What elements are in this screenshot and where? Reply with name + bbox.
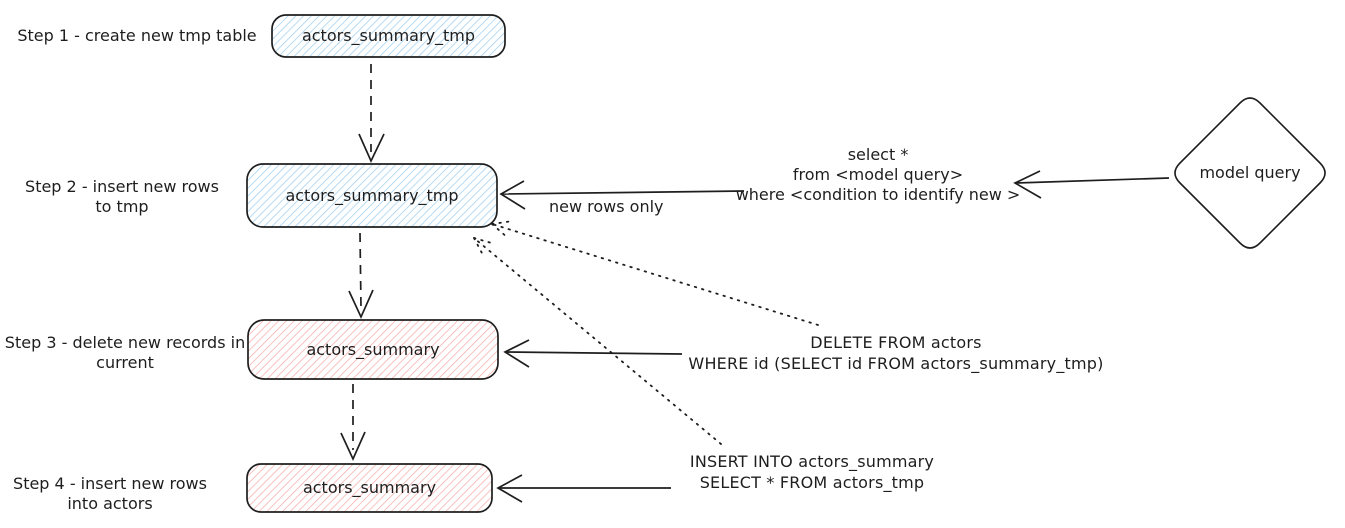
step-1-label: Step 1 - create new tmp table [8, 26, 266, 46]
step-2-label-line2: to tmp [95, 197, 149, 216]
step-3-label-line1: Step 3 - delete new records in [4, 333, 246, 352]
dotted-arrow-delete-query-to-tmp [491, 220, 819, 326]
arrow-insert-query-to-step4 [496, 474, 671, 503]
step-4-label: Step 4 - insert new rows into actors [12, 474, 208, 514]
step-3-label: Step 3 - delete new records in current [4, 333, 246, 373]
node-model-query-label: model query [1199, 163, 1301, 182]
arrow-step3-to-step4 [340, 384, 366, 462]
step-4-label-line1: Step 4 - insert new rows [13, 474, 207, 493]
arrow-step2-to-step3 [348, 232, 374, 320]
node-step4-label: actors_summary [302, 478, 437, 497]
arrow-select-query-to-step2 [499, 180, 745, 210]
node-step1-label: actors_summary_tmp [301, 26, 476, 45]
delete-query-line1: DELETE FROM actors [810, 333, 982, 352]
new-rows-only-label: new rows only [549, 197, 664, 216]
node-step3-actors-summary [247, 319, 499, 380]
node-step2-actors-summary-tmp [246, 163, 498, 228]
step-1-label-line1: Step 1 - create new tmp table [17, 26, 257, 45]
select-query-annotation: select * from <model query> where <condi… [726, 145, 1030, 205]
arrow-step1-to-step2 [358, 64, 385, 164]
insert-query-line1: INSERT INTO actors_summary [689, 452, 935, 471]
select-query-line2: from <model query> [792, 165, 964, 184]
node-step4-actors-summary [246, 463, 493, 513]
node-step2-label: actors_summary_tmp [285, 185, 459, 205]
node-model-query-diamond [1174, 97, 1326, 249]
step-3-label-line2: current [96, 353, 154, 372]
select-query-line3: where <condition to identify new > [735, 185, 1021, 204]
step-2-label: Step 2 - insert new rows to tmp [18, 177, 226, 217]
dotted-arrow-insert-query-to-tmp [473, 237, 722, 445]
node-step3-label: actors_summary [306, 339, 440, 359]
delete-query-line2: WHERE id (SELECT id FROM actors_summary_… [688, 354, 1104, 373]
arrow-model-query-to-select-query [1013, 170, 1170, 199]
step-2-label-line1: Step 2 - insert new rows [25, 177, 219, 196]
insert-query-line2: SELECT * FROM actors_tmp [699, 473, 925, 492]
delete-query-annotation: DELETE FROM actors WHERE id (SELECT id F… [684, 332, 1108, 374]
step-4-label-line2: into actors [67, 494, 153, 513]
arrow-delete-query-to-step3 [503, 339, 683, 368]
insert-query-annotation: INSERT INTO actors_summary SELECT * FROM… [681, 451, 943, 493]
select-query-line1: select * [847, 145, 909, 164]
node-step1-actors-summary-tmp [271, 14, 506, 58]
